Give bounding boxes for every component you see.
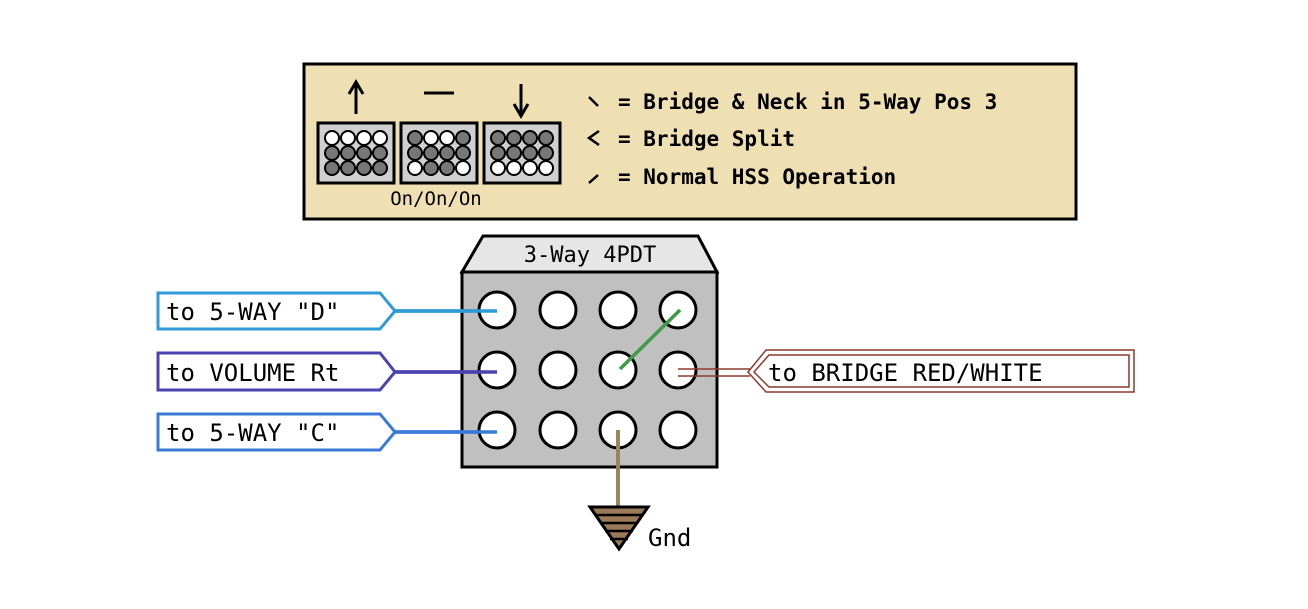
svg-text:to 5-WAY "D": to 5-WAY "D" [166,298,339,326]
legend-entry: = Normal HSS Operation [588,165,896,189]
switch-lug [477,410,517,450]
arrow-down-icon [512,84,530,119]
backslash-symbol-icon [588,96,599,107]
mini-switch-down [482,121,562,185]
mini-switch-center [399,121,479,185]
svg-text:to VOLUME Rt: to VOLUME Rt [166,359,339,387]
legend-entry: = Bridge & Neck in 5-Way Pos 3 [588,90,997,114]
switch-lug [477,350,517,390]
arrow-up-icon [347,79,365,114]
label-5way-d: to 5-WAY "D" [156,291,397,331]
switch-title: 3-Way 4PDT [524,243,656,268]
switch-lug [538,410,578,450]
switch-lug [538,350,578,390]
switch-type-label: On/On/On [390,188,482,210]
legend-entry: = Bridge Split [586,127,795,151]
switch-lug [658,410,698,450]
svg-text:to BRIDGE RED/WHITE: to BRIDGE RED/WHITE [768,359,1043,387]
switch-lug [598,290,638,330]
svg-text:to 5-WAY "C": to 5-WAY "C" [166,419,339,447]
ground-icon [587,505,651,552]
svg-text:= Bridge & Neck in 5-Way Pos 3: = Bridge & Neck in 5-Way Pos 3 [618,90,997,114]
switch-lug [658,350,698,390]
mini-switch-up [316,121,396,185]
jumper-wire [618,308,682,371]
wire-bridge-red-white [678,368,750,377]
label-bridge-red-white: to BRIDGE RED/WHITE [747,349,1135,393]
label-volume-rt: to VOLUME Rt [156,351,397,392]
slash-symbol-icon [588,174,599,184]
less-than-symbol-icon [586,129,600,147]
label-5way-c: to 5-WAY "C" [156,412,397,452]
svg-text:= Normal HSS Operation: = Normal HSS Operation [618,165,896,189]
switch-lug [538,290,578,330]
svg-text:= Bridge Split: = Bridge Split [618,127,795,151]
ground-label: Gnd [648,524,691,552]
